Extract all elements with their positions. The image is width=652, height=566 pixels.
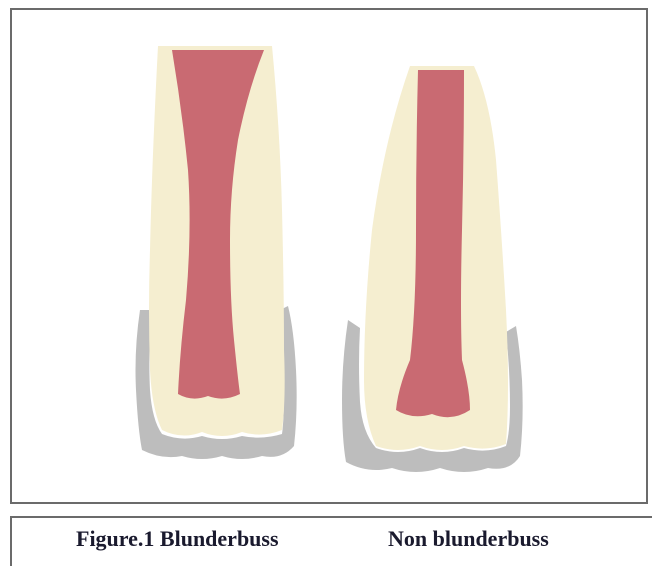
non-blunderbuss-tooth <box>342 66 523 472</box>
figure-caption-blunderbuss: Figure.1 Blunderbuss <box>76 526 279 552</box>
figure-caption-box: Figure.1 Blunderbuss Non blunderbuss <box>10 516 652 566</box>
figure-frame <box>10 8 648 504</box>
tooth-diagram <box>12 10 646 502</box>
blunderbuss-tooth <box>136 46 297 459</box>
figure-caption-non-blunderbuss: Non blunderbuss <box>388 526 549 552</box>
